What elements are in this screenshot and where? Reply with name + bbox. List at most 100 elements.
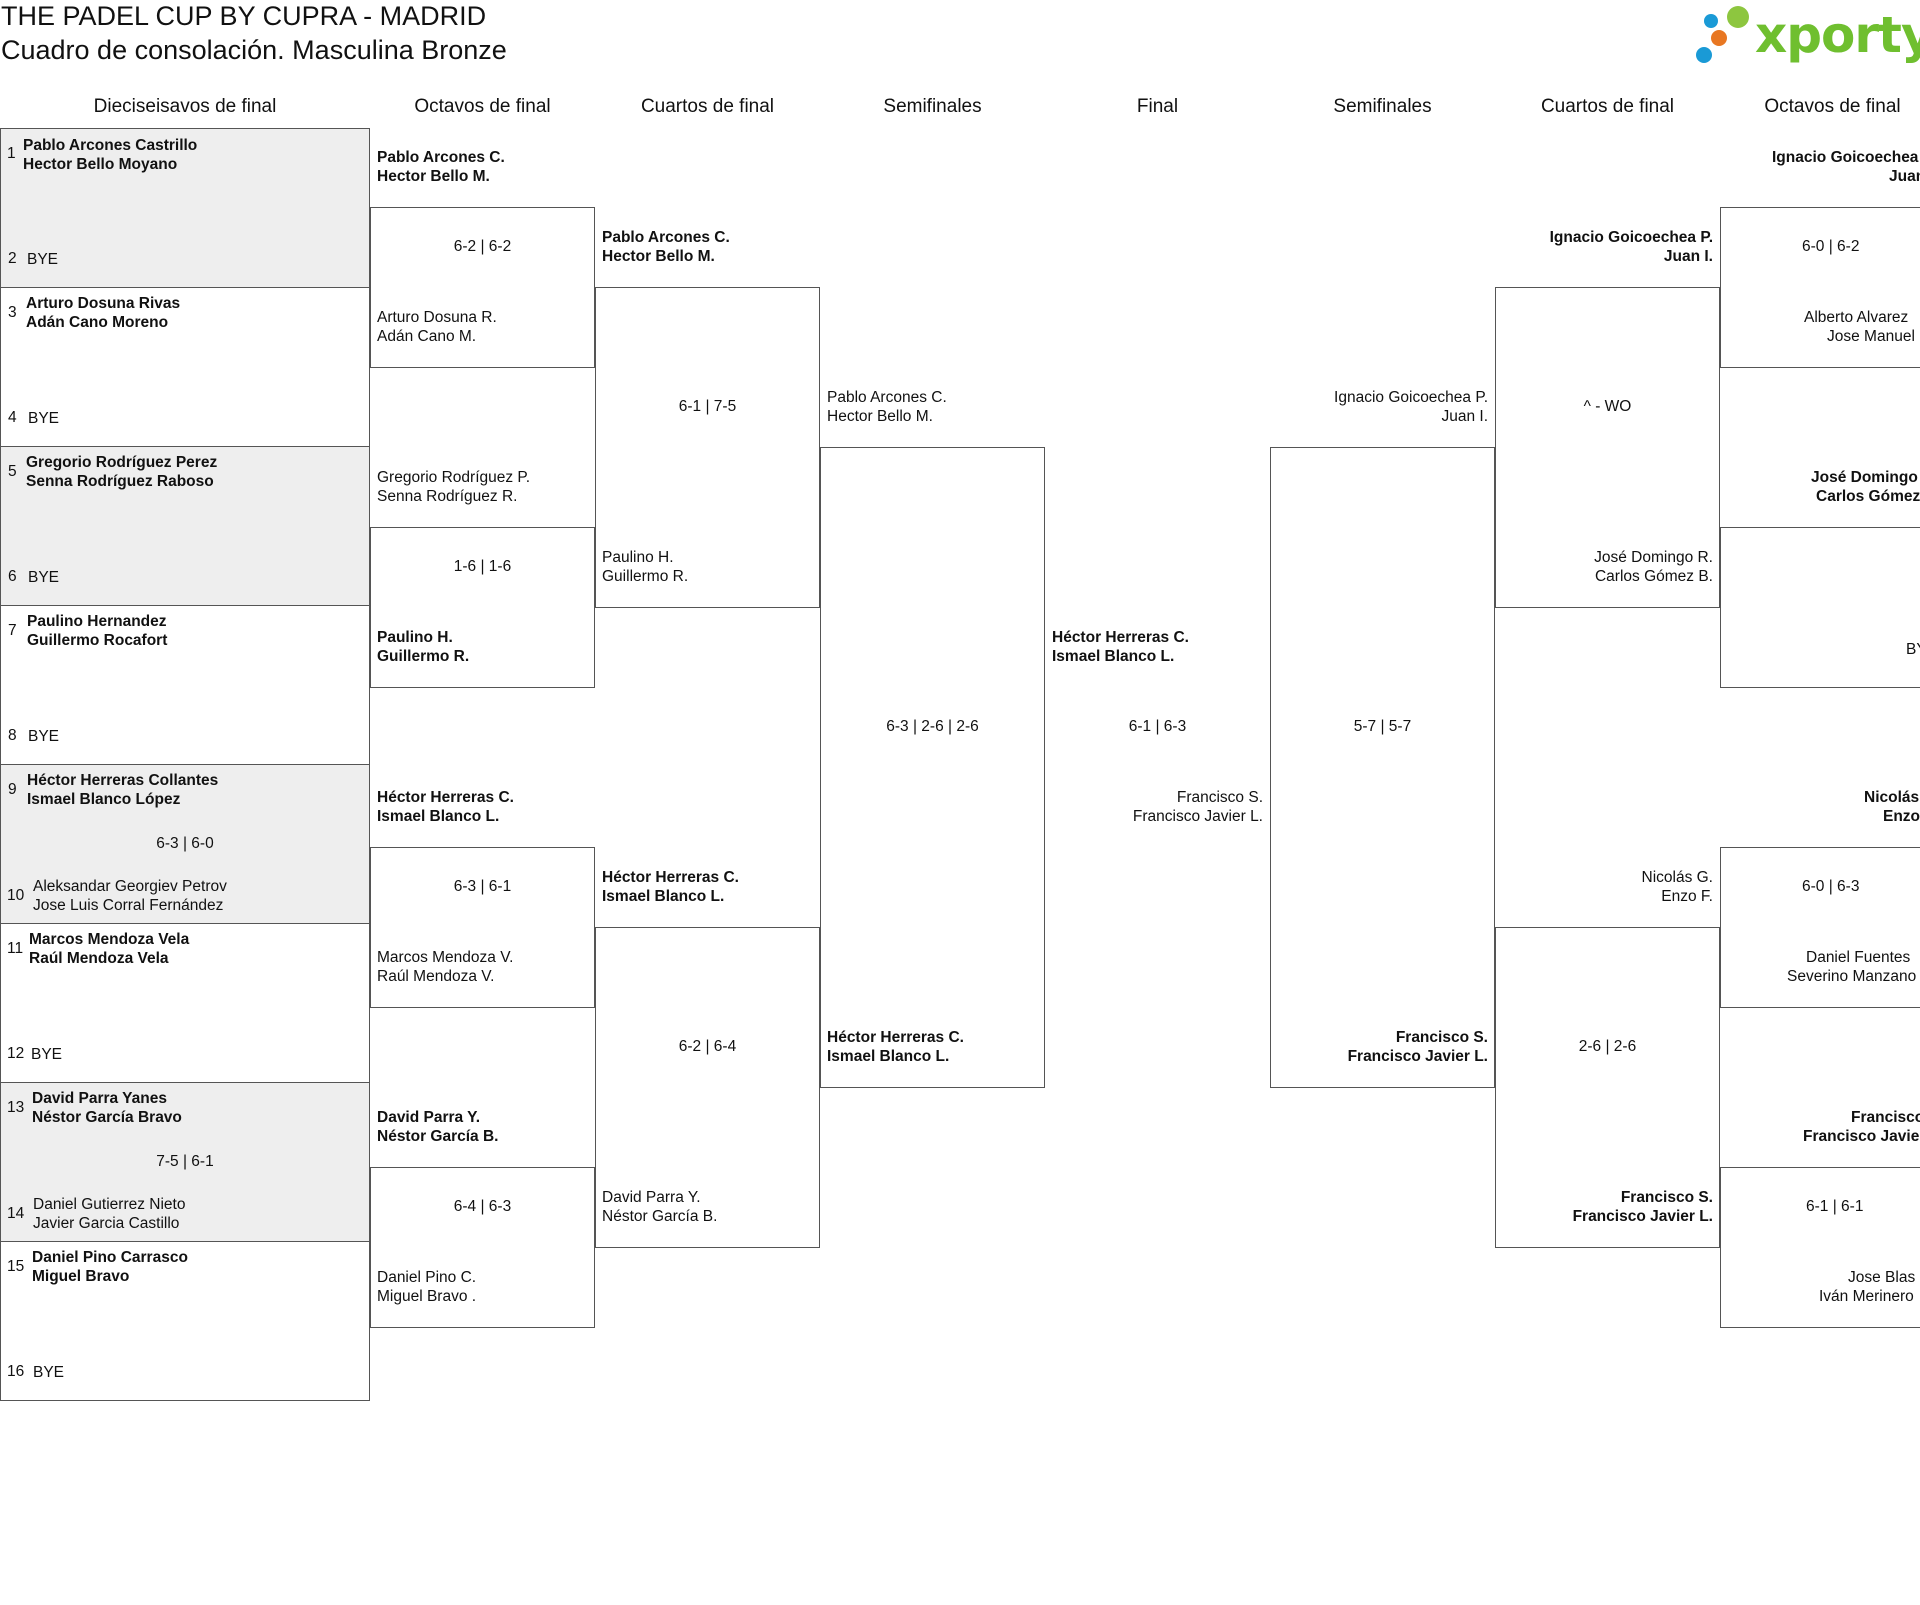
r16-team: Néstor García B. (377, 1128, 499, 1145)
r32-match-box (0, 1241, 370, 1401)
final-team-bottom: Francisco Javier L. (1132, 808, 1263, 825)
seed-number: 8 (8, 727, 17, 744)
qf-team: Juan I. (1663, 248, 1713, 265)
sf-team: Francisco S. (1395, 1029, 1488, 1046)
r16-team: Enzo (1883, 808, 1920, 825)
seed-number: 5 (8, 463, 17, 480)
r32-player: Marcos Mendoza Vela (29, 931, 190, 948)
sf-connector-box-right (1270, 447, 1495, 1088)
seed-number: 16 (7, 1363, 25, 1380)
qf-team: Ismael Blanco L. (602, 888, 725, 905)
r16-team: Ignacio Goicoechea (1772, 149, 1919, 166)
qf-score: 2-6 | 2-6 (1578, 1038, 1637, 1055)
r16-team: Miguel Bravo . (377, 1288, 477, 1305)
r16-team: Adán Cano M. (377, 328, 477, 345)
r16-team: Héctor Herreras C. (377, 789, 514, 806)
r32-player: Miguel Bravo (32, 1268, 130, 1285)
logo-dots-icon (1696, 6, 1749, 63)
r32-player: Aleksandar Georgiev Petrov (33, 878, 227, 895)
r16-score: 1-6 | 1-6 (453, 558, 512, 575)
seed-number: 14 (7, 1205, 25, 1222)
r16-team: Carlos Gómez (1816, 488, 1920, 505)
qf-team: Héctor Herreras C. (602, 869, 739, 886)
final-score: 6-1 | 6-3 (1128, 718, 1187, 735)
r32-player: Daniel Gutierrez Nieto (33, 1196, 186, 1213)
qf-team: Carlos Gómez B. (1594, 568, 1713, 585)
r16-team: Francisco Javier (1803, 1128, 1920, 1145)
qf-team: Nicolás G. (1641, 869, 1714, 886)
r16-connector-box-right (1720, 527, 1920, 688)
r16-team: Senna Rodríguez R. (377, 488, 518, 505)
seed-number: 9 (8, 781, 17, 798)
qf-team: Pablo Arcones C. (602, 229, 730, 246)
r16-connector-box (370, 1167, 595, 1328)
r16-team: José Domingo (1811, 469, 1918, 486)
r16-connector-box (370, 847, 595, 1008)
r32-player: Gregorio Rodríguez Perez (26, 454, 218, 471)
r16-team: Guillermo R. (377, 648, 470, 665)
round-header-qf-right: Cuartos de final (1540, 96, 1675, 117)
round-header-r16-left: Octavos de final (414, 96, 551, 117)
sf-team: Juan I. (1441, 408, 1488, 425)
r16-team: Ismael Blanco L. (377, 808, 500, 825)
r16-connector-box-right (1720, 207, 1920, 368)
r32-player: Hector Bello Moyano (23, 156, 178, 173)
r32-player: BYE (27, 251, 59, 268)
r16-score: 6-4 | 6-3 (453, 1198, 512, 1215)
qf-score: 6-2 | 6-4 (678, 1038, 737, 1055)
qf-team: David Parra Y. (602, 1189, 701, 1206)
r32-player: BYE (28, 569, 60, 586)
sf-team: Héctor Herreras C. (827, 1029, 964, 1046)
r16-connector-box (370, 527, 595, 688)
round-header-sf-left: Semifinales (883, 96, 982, 117)
final-team-bottom: Francisco S. (1176, 789, 1263, 806)
sf-team: Hector Bello M. (827, 408, 933, 425)
r32-match-box (0, 128, 370, 288)
r32-score: 7-5 | 6-1 (156, 1153, 214, 1170)
r32-match-box (0, 446, 370, 606)
round-header-r32: Dieciseisavos de final (93, 96, 277, 117)
qf-team: Paulino H. (602, 549, 674, 566)
sf-score: 6-3 | 2-6 | 2-6 (886, 718, 979, 735)
r32-player: BYE (31, 1046, 63, 1063)
qf-team: Guillermo R. (602, 568, 689, 585)
seed-number: 6 (8, 568, 17, 585)
qf-team: Francisco S. (1620, 1189, 1713, 1206)
r32-player: BYE (28, 728, 60, 745)
r32-player: Néstor García Bravo (32, 1109, 182, 1126)
r16-team: Juan (1889, 168, 1920, 185)
r32-player: Pablo Arcones Castrillo (23, 137, 198, 154)
r32-player: Héctor Herreras Collantes (27, 772, 219, 789)
r32-player: Daniel Pino Carrasco (32, 1249, 188, 1266)
seed-number: 12 (7, 1045, 25, 1062)
final-team-top: Ismael Blanco L. (1052, 648, 1175, 665)
round-header-r16-right: Octavos de final (1764, 96, 1901, 117)
qf-connector-box-right (1495, 287, 1720, 608)
seed-number: 4 (8, 409, 17, 426)
qf-connector-box (595, 287, 820, 608)
r16-team: Paulino H. (377, 629, 453, 646)
logo-dot-blue-top (1704, 14, 1718, 28)
r32-player: Ismael Blanco López (27, 791, 181, 808)
r16-team: Daniel Fuentes (1806, 949, 1911, 966)
r16-connector-box-right (1720, 847, 1920, 1008)
logo-text: xporty (1755, 6, 1920, 64)
r16-team: Pablo Arcones C. (377, 149, 505, 166)
sf-team: Pablo Arcones C. (827, 389, 947, 406)
seed-number: 3 (8, 304, 17, 321)
r16-team: Marcos Mendoza V. (377, 949, 514, 966)
seed-number: 15 (7, 1258, 25, 1275)
r16-connector-box-right (1720, 1167, 1920, 1328)
r32-player: Arturo Dosuna Rivas (26, 295, 181, 312)
sf-connector-box (820, 447, 1045, 1088)
round-header-sf-right: Semifinales (1333, 96, 1432, 117)
seed-number: 7 (8, 622, 17, 639)
r32-match-box (0, 1082, 370, 1242)
r32-player: Adán Cano Moreno (26, 314, 169, 331)
xporty-logo: xporty (1690, 3, 1920, 67)
qf-team: Hector Bello M. (602, 248, 715, 265)
logo-dot-blue-bottom (1696, 47, 1712, 63)
r32-player: BYE (28, 410, 60, 427)
r16-team: Francisco (1851, 1109, 1920, 1126)
